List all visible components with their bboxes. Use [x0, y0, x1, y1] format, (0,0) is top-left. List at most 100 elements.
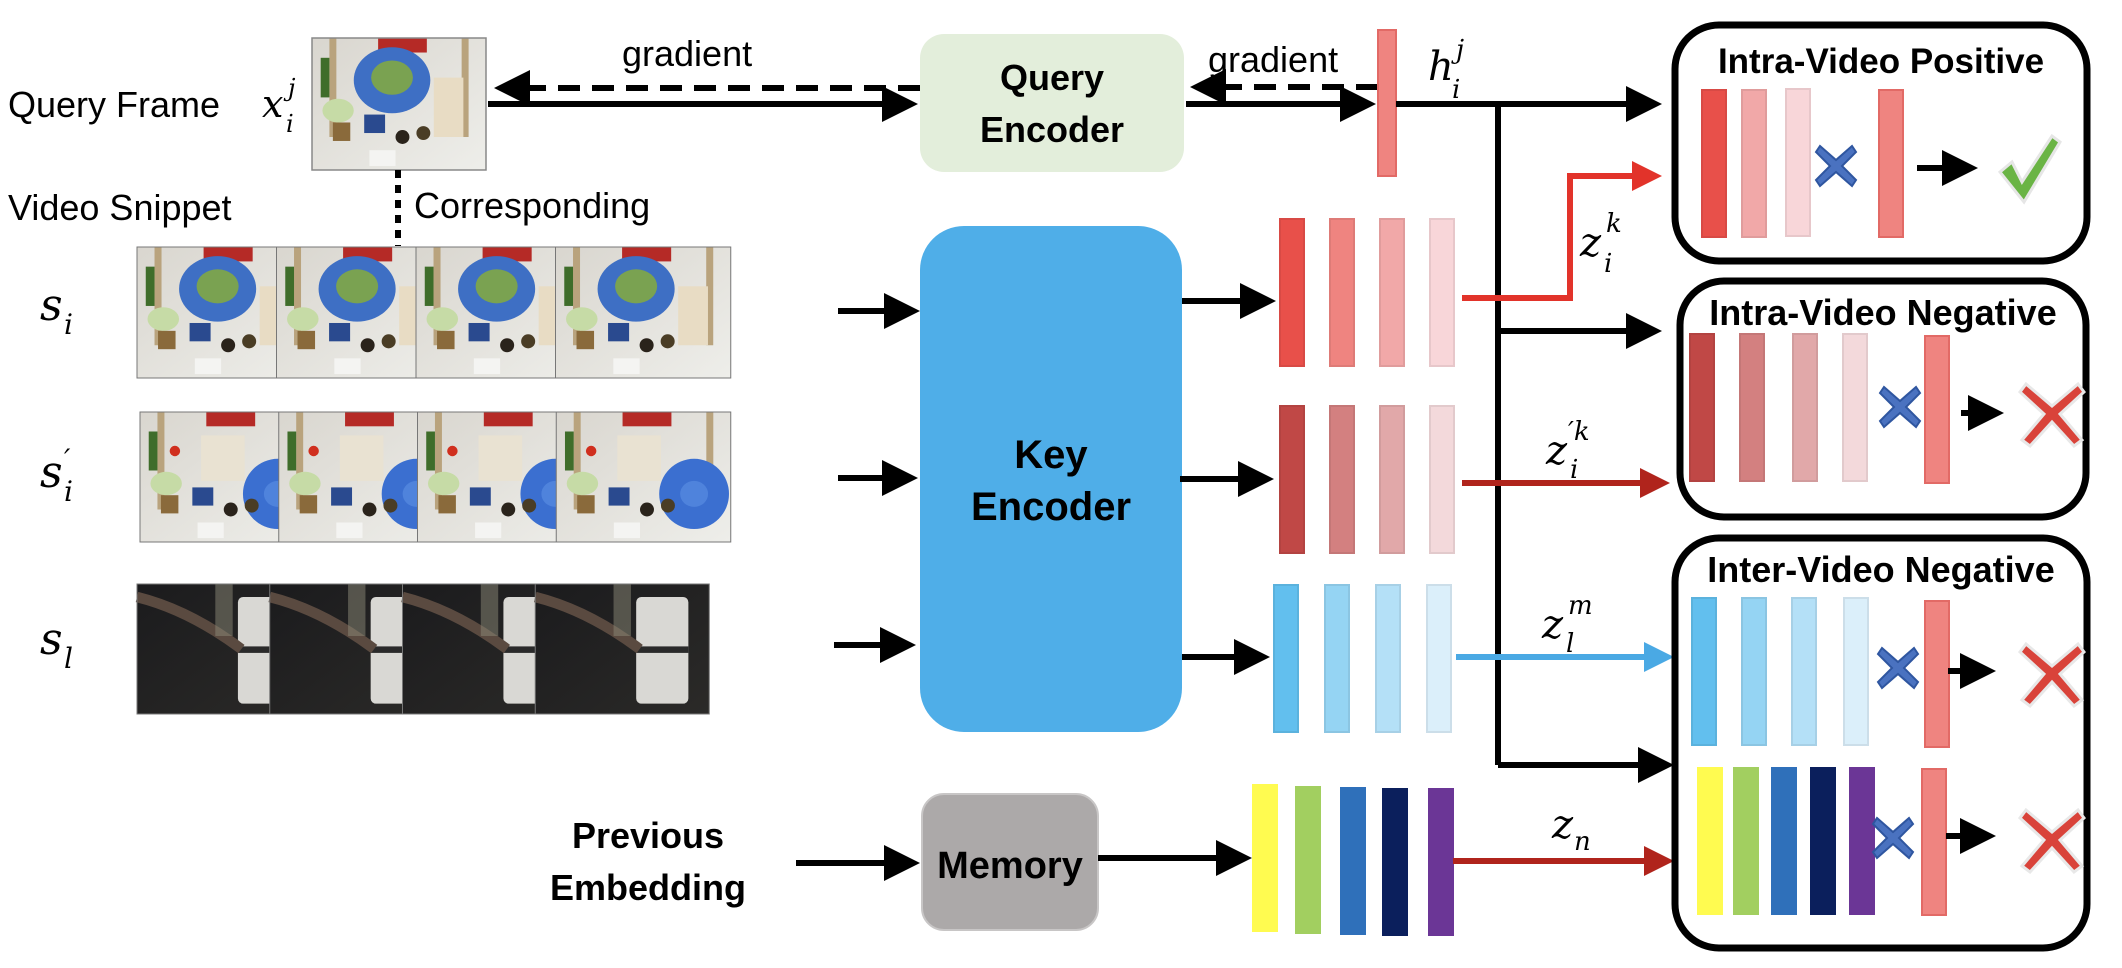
outcome-box-frame: [1676, 277, 2090, 521]
zk-symbol: z: [1579, 220, 1602, 266]
query-frame-symbol: x: [262, 82, 283, 126]
previous-embedding-line1: Previous: [572, 815, 724, 856]
memory-embedding-bars: [1252, 784, 1454, 936]
memory-bar: [1733, 767, 1759, 915]
memory-bar: [1340, 787, 1366, 935]
video-snippet-label: Video Snippet: [8, 187, 232, 228]
zn-label: z n: [1551, 802, 1591, 857]
query-frame-sub: i: [286, 110, 294, 138]
zpk-symbol: z: [1545, 428, 1568, 474]
zk-embedding-bars: [1279, 218, 1455, 367]
gradient-label-left: gradient: [622, 33, 752, 74]
embedding-bar: [1429, 405, 1455, 554]
query-frame-image[interactable]: [311, 37, 487, 171]
zk-label: z i k: [1579, 209, 1622, 279]
embedding-bar: [1842, 333, 1868, 482]
multiply-icon: [1878, 385, 1922, 429]
snippet-symbol: s: [40, 447, 63, 498]
embedding-bar: [1273, 584, 1299, 733]
embedding-bar: [1379, 218, 1405, 367]
zm-sup: m: [1568, 591, 1593, 621]
embedding-bar: [1792, 333, 1818, 482]
h-sub: i: [1452, 75, 1460, 105]
zm-sub: l: [1566, 629, 1574, 659]
embedding-bar: [1741, 89, 1767, 238]
memory-bar: [1697, 767, 1723, 915]
zn-sub: n: [1574, 827, 1591, 857]
memory-bar: [1849, 767, 1875, 915]
embedding-bar: [1279, 405, 1305, 554]
query-embedding-bar: [1924, 600, 1950, 748]
memory-bar: [1771, 767, 1797, 915]
multiply-icon: [1814, 144, 1858, 188]
snippet-filmstrip-coffee-machine[interactable]: [135, 583, 710, 715]
memory-label: Memory: [937, 845, 1083, 887]
embedding-bar: [1324, 584, 1350, 733]
query-encoder-line2: Encoder: [980, 109, 1124, 150]
zpk-label: z i ′k: [1545, 417, 1590, 485]
video-frame: [555, 411, 732, 543]
video-frame: [555, 246, 732, 379]
snippet-sub: i: [64, 475, 73, 508]
snippet-filmstrip-kitchen-bowl[interactable]: [139, 411, 732, 543]
corresponding-label: Corresponding: [414, 185, 650, 226]
snippet-sub: i: [64, 308, 73, 341]
embedding-bar: [1279, 218, 1305, 367]
memory-bar: [1428, 788, 1454, 936]
memory-bar: [1295, 786, 1321, 934]
zk-sub: i: [1604, 249, 1612, 279]
zm-embedding-bars: [1273, 584, 1452, 733]
embedding-bar: [1429, 218, 1455, 367]
embedding-bar: [1741, 597, 1767, 746]
previous-embedding-line2: Embedding: [550, 867, 746, 908]
h-label: h i j: [1428, 35, 1464, 105]
embedding-bar: [1379, 405, 1405, 554]
snippet-filmstrip-kitchen-salad[interactable]: [136, 246, 732, 379]
embedding-bar: [1426, 584, 1452, 733]
snippet-prime: ′: [64, 443, 71, 476]
embedding-bar: [1329, 218, 1355, 367]
memory-bank[interactable]: Memory: [921, 793, 1099, 931]
embedding-bar: [1739, 333, 1765, 482]
cross-icon: [2017, 807, 2087, 875]
zpk-sub: i: [1570, 455, 1578, 485]
zpk-sup: ′k: [1568, 417, 1590, 447]
h-symbol: h: [1428, 44, 1454, 90]
query-frame-sup: j: [283, 74, 296, 102]
outcome-title: Inter-Video Negative: [1707, 549, 2054, 590]
query-encoder[interactable]: Query Encoder: [920, 34, 1184, 172]
cross-icon: [2017, 641, 2087, 709]
query-encoder-line1: Query: [1000, 57, 1104, 98]
query-embedding-bar: [1924, 335, 1950, 484]
outcome-title: Intra-Video Positive: [1718, 42, 2044, 81]
cross-icon: [2017, 381, 2087, 449]
embedding-bar: [1785, 88, 1811, 237]
zm-symbol: z: [1541, 602, 1564, 648]
memory-bar: [1810, 767, 1836, 915]
video-frame: [533, 583, 710, 715]
key-encoder[interactable]: Key Encoder: [920, 226, 1182, 732]
zm-label: z l m: [1541, 591, 1593, 659]
gradient-label-right: gradient: [1208, 39, 1338, 80]
embedding-bar: [1329, 405, 1355, 554]
zk-sup: k: [1606, 209, 1622, 239]
multiply-icon: [1876, 646, 1920, 690]
snippet-symbol: s: [40, 614, 63, 665]
embedding-bar: [1843, 597, 1869, 746]
query-frame-text: Query Frame: [8, 84, 220, 125]
outcome-box-intra-video-negative: Intra-Video Negative: [1676, 277, 2090, 521]
key-encoder-line1: Key: [1014, 433, 1088, 477]
checkmark-icon: [1997, 133, 2062, 205]
embedding-bar: [1375, 584, 1401, 733]
query-frame-label: Query Frame x i j: [8, 74, 296, 138]
key-encoder-line2: Encoder: [971, 485, 1131, 529]
memory-bar: [1382, 788, 1408, 936]
outcome-box-inter-video-negative: Inter-Video Negative: [1671, 534, 2091, 952]
snippet-symbol: s: [40, 280, 63, 331]
query-embedding-bar: [1921, 768, 1947, 916]
outcome-title: Intra-Video Negative: [1709, 292, 2056, 333]
